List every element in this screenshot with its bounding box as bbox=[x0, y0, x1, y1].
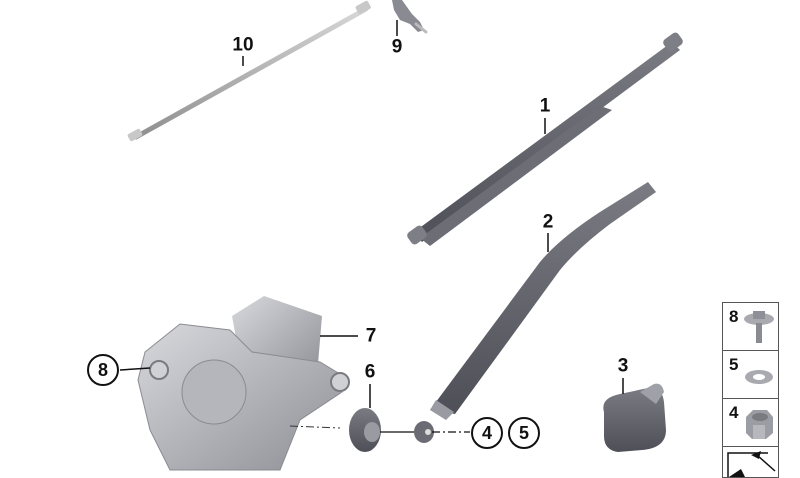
callout-2: 2 bbox=[542, 211, 554, 233]
callout-8: 8 bbox=[87, 354, 119, 386]
flat-washer-icon bbox=[745, 370, 773, 384]
part-arm-pivot bbox=[414, 421, 470, 443]
bolt-with-washer-icon bbox=[744, 311, 774, 343]
callout-1: 1 bbox=[539, 95, 551, 117]
hardware-legend: 8 5 4 bbox=[722, 302, 779, 478]
part-1-wiper-blade bbox=[407, 32, 683, 246]
part-3-cover-cap bbox=[603, 378, 666, 452]
part-6-grommet bbox=[349, 384, 414, 452]
callout-10: 10 bbox=[232, 34, 254, 56]
callout-4: 4 bbox=[471, 417, 503, 449]
legend-item-8: 8 bbox=[723, 303, 778, 351]
part-9-connector bbox=[392, 0, 428, 36]
part-10-hose bbox=[127, 0, 371, 142]
callout-5: 5 bbox=[508, 417, 540, 449]
hex-nut-icon bbox=[746, 410, 773, 439]
callout-7: 7 bbox=[365, 325, 377, 347]
legend-item-4: 4 bbox=[723, 399, 778, 447]
callout-3: 3 bbox=[617, 355, 629, 377]
callout-6: 6 bbox=[364, 361, 376, 383]
part-7-wiper-motor bbox=[119, 296, 358, 471]
legend-item-5: 5 bbox=[723, 351, 778, 399]
callout-9: 9 bbox=[391, 36, 403, 58]
part-2-wiper-arm bbox=[430, 182, 656, 420]
